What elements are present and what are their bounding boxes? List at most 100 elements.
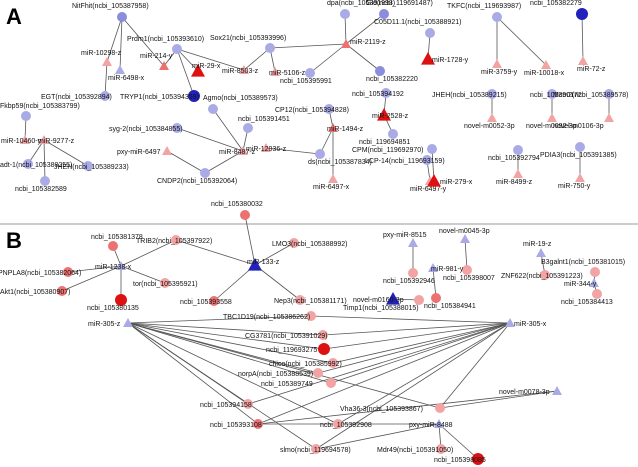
node-n946: ncbi_105392946 <box>383 268 435 285</box>
node-label: ncbi_105398007 <box>443 275 495 282</box>
gene-node-circle <box>592 289 602 299</box>
node-lmo3: LMO3(ncbi_105388992) <box>272 238 348 248</box>
node-slmo: slmo(ncbi_119694578) <box>280 444 351 454</box>
gene-node-circle <box>289 238 299 248</box>
node-label: TBC1D19(ncbi_105386262) <box>223 314 310 321</box>
gene-node-circle <box>414 295 424 305</box>
node-label: ncbi_105384941 <box>424 303 476 310</box>
node-label: Mdr49(ncbi_105391050) <box>377 447 453 454</box>
node-label: B3galnt1(ncbi_105381015) <box>541 259 625 266</box>
gene-node-circle <box>492 12 502 22</box>
node-label: LMO3(ncbi_105388992) <box>272 241 348 248</box>
node-tbc1d19: TBC1D19(ncbi_105386262) <box>223 311 316 321</box>
edge-pxy6497-cndp2 <box>166 150 206 174</box>
gene-node-circle <box>200 168 210 178</box>
node-label: EGT(ncbi_105392894) <box>41 94 112 101</box>
edge-n032-mir133 <box>244 214 256 266</box>
node-label: miR-9277-z <box>38 138 75 145</box>
panel-label-a: A <box>6 4 22 29</box>
node-label: novel-m0078-3p <box>499 389 550 396</box>
node-n192: ncbi_105394192 <box>352 88 404 98</box>
node-label: Prdm1(ncbi_105393610) <box>127 36 204 43</box>
edge-agmo-mir8487 <box>212 108 244 152</box>
edge-mir305x-slmo <box>315 322 511 450</box>
node-label: miR-8487-z <box>219 149 256 156</box>
node-tryp1: TRYP1(ncbi_105394359) <box>120 90 200 102</box>
mirna-node-triangle <box>460 234 470 243</box>
gene-node-circle <box>315 149 325 159</box>
node-label: adt-1(ncbi_105380255) <box>0 162 72 169</box>
mirna-node-triangle <box>513 169 523 178</box>
node-cp12: CP12(ncbi_105394828) <box>275 104 349 114</box>
node-label: Agmo(ncbi_105389573) <box>203 95 278 102</box>
gene-node-circle <box>436 444 446 454</box>
gene-node-circle <box>115 294 127 306</box>
node-label: PDIA3(ncbi_105391385) <box>540 152 617 159</box>
node-nov0045: novel-m0045-3p <box>439 228 490 243</box>
node-label: TRIB2(ncbi_105397922) <box>136 238 212 245</box>
node-label: Mcm2(ncbi_105389578) <box>553 92 629 99</box>
edge-mir305x-vha36 <box>439 322 511 409</box>
node-n558: ncbi_105393558 <box>180 296 232 306</box>
node-label: ncbi_105394192 <box>352 91 404 98</box>
node-label: novel-m0045-3p <box>439 228 490 235</box>
node-n908: ncbi_105392908 <box>320 419 372 429</box>
gene-node-circle <box>540 270 550 280</box>
edge-mir305x-n908 <box>337 322 511 425</box>
node-mir279: miR-279-x <box>427 174 473 187</box>
mirna-node-triangle <box>341 39 351 48</box>
node-label: PNPLA8(ncbi_105382064) <box>0 270 81 277</box>
node-label: miR-3759-y <box>481 69 518 76</box>
edge-mir8487-cndp2 <box>204 150 244 174</box>
node-label: miR-72-z <box>577 66 606 73</box>
edge-mir305x-tbc1d19 <box>310 315 511 324</box>
node-label: novel-m0106-3p <box>553 123 604 130</box>
node-syg2: syg-2(ncbi_105384855) <box>109 123 183 133</box>
node-n108: ncbi_105393108 <box>210 419 263 429</box>
node-label: miR-29-x <box>192 63 221 70</box>
node-fkbp59: Fkbp59(ncbi_105383799) <box>0 103 80 121</box>
node-label: miR-2528-z <box>372 113 409 120</box>
gene-node-circle <box>381 88 391 98</box>
gene-node-circle <box>172 123 182 133</box>
mirna-node-triangle <box>123 318 133 327</box>
mirna-node-triangle <box>589 278 599 287</box>
mirna-node-triangle <box>575 173 585 182</box>
node-cndp2: CNDP2(ncbi_105392064) <box>157 168 237 185</box>
edge-mir305x-chico <box>332 322 511 364</box>
node-mir12036: miR-12036-z <box>246 143 287 153</box>
gene-node-circle <box>427 144 437 154</box>
node-adt1: adt-1(ncbi_105380255) <box>0 159 72 169</box>
gene-node-circle <box>83 161 93 171</box>
node-label: ncbi_105382589 <box>15 186 67 193</box>
node-label: ncbi_105391451 <box>238 116 290 123</box>
node-label: ncbi_119693275 <box>266 347 317 354</box>
node-label: ncbi_105380135 <box>87 305 139 312</box>
node-label: miR-1728-y <box>432 57 469 64</box>
node-jhehB: JHEH(ncbi_105389215) <box>432 89 507 99</box>
node-cg3781: CG3781(ncbi_105391029) <box>245 330 328 340</box>
node-n851: ncbi_119694851 <box>359 129 410 146</box>
edge-mir9277-n589 <box>43 139 46 182</box>
node-label: tor(ncbi_105395921) <box>133 281 198 288</box>
edge-gld-mir2119 <box>345 13 385 45</box>
edge-mir305x-cg3781 <box>322 322 511 336</box>
gene-node-circle <box>422 155 432 165</box>
node-dpa: dpa(ncbi_105391993) <box>327 0 395 19</box>
node-znf622: ZNF622(ncbi_105391223) <box>501 270 583 280</box>
node-chico: chico(ncbi_105385992) <box>269 358 342 368</box>
node-mir344: miR-344-y <box>564 278 599 288</box>
node-mir29: miR-29-x <box>191 63 221 77</box>
gene-node-circle <box>305 68 315 78</box>
node-label: TKFC(ncbi_119693987) <box>447 3 521 10</box>
node-nov0160: novel-m0160-3p <box>353 292 404 305</box>
node-nitf: NitFhit(ncbi_105387958) <box>72 3 149 22</box>
node-label: CNDP2(ncbi_105392064) <box>157 178 237 185</box>
gene-node-circle <box>604 89 614 99</box>
gene-node-circle <box>21 111 31 121</box>
node-label: C05D11.1(ncbi_105388921) <box>374 19 461 26</box>
edge-trib2-mir133 <box>175 239 256 266</box>
edge-mir305z-n908 <box>127 322 339 425</box>
edge-lmo3-mir133 <box>254 242 295 266</box>
node-label: miR-981-y <box>431 266 464 273</box>
